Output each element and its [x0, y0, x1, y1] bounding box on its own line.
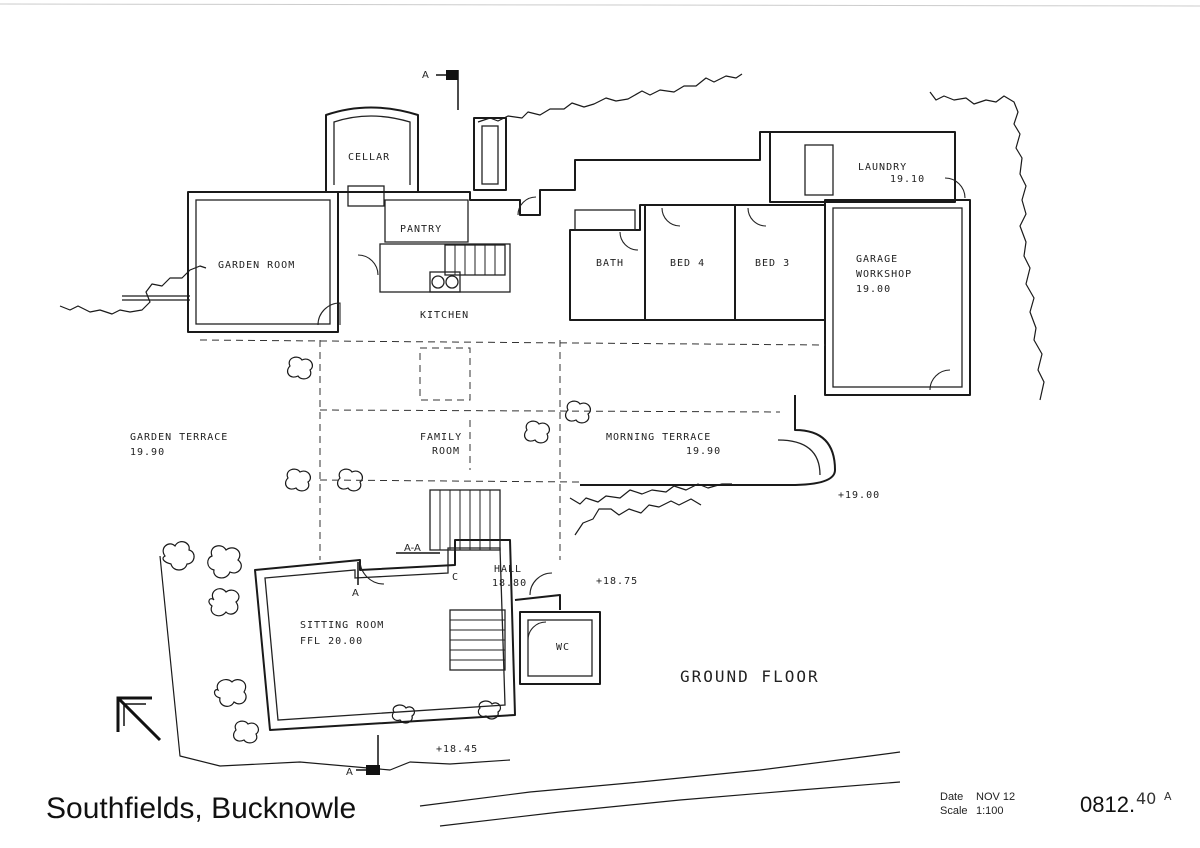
- revision-number: 40: [1136, 789, 1156, 808]
- shrubs: [162, 356, 592, 744]
- drawing-number: 0812.: [1080, 792, 1135, 817]
- door-swings: [317, 177, 966, 641]
- building-walls: [187, 106, 971, 731]
- label-cellar: CELLAR: [348, 152, 390, 163]
- label-garage-level: 19.00: [856, 284, 891, 295]
- spot-level-south: +18.45: [436, 744, 478, 755]
- spot-level-entrance: +18.75: [596, 576, 638, 587]
- label-workshop: WORKSHOP: [856, 269, 912, 280]
- label-kitchen: KITCHEN: [420, 310, 469, 321]
- section-label-small: A: [352, 588, 359, 599]
- spot-level-east: +19.00: [838, 490, 880, 501]
- section-label-top: A: [422, 70, 429, 81]
- floor-title: GROUND FLOOR: [680, 667, 820, 686]
- label-garden-terrace-level: 19.90: [130, 447, 165, 458]
- tree-line-east: [929, 91, 1045, 401]
- label-bed3: BED 3: [755, 258, 790, 269]
- label-c: C: [452, 572, 459, 583]
- section-marker-top: A: [422, 70, 459, 110]
- grid-lines: [199, 339, 826, 560]
- scale-label: Scale: [940, 805, 968, 817]
- label-bath: BATH: [596, 258, 624, 269]
- label-garage: GARAGE: [856, 254, 898, 265]
- section-marker-bottom: A: [346, 735, 380, 778]
- section-label-bottom: A: [346, 767, 353, 778]
- label-hall: HALL: [494, 564, 522, 575]
- label-bed4: BED 4: [670, 258, 705, 269]
- hedge-west: [59, 265, 207, 315]
- tree-line-south: [159, 555, 511, 771]
- label-morning-terrace-level: 19.90: [686, 446, 721, 457]
- date-label: Date: [940, 791, 963, 803]
- section-label-inline: A-A: [404, 543, 421, 554]
- revision-letter: A: [1164, 790, 1172, 803]
- label-laundry: LAUNDRY: [858, 162, 907, 173]
- label-family: FAMILY: [420, 432, 462, 443]
- label-sitting-room: SITTING ROOM: [300, 620, 384, 631]
- section-marker-sitting: A: [352, 562, 359, 599]
- stairs-main: [429, 244, 506, 671]
- label-morning-terrace: MORNING TERRACE: [606, 432, 711, 443]
- label-garden-room: GARDEN ROOM: [218, 260, 295, 271]
- date-value: NOV 12: [976, 791, 1015, 803]
- label-sitting-ffl: FFL 20.00: [300, 636, 363, 647]
- hedge-southeast: [569, 483, 732, 536]
- hedge-north: [477, 73, 743, 123]
- section-marker-inline: A-A: [396, 543, 440, 554]
- road-edge: [419, 751, 901, 827]
- scale-value: 1:100: [976, 805, 1004, 817]
- label-laundry-level: 19.10: [890, 174, 925, 185]
- label-hall-level: 18.80: [492, 578, 527, 589]
- label-wc: WC: [556, 642, 570, 653]
- label-family-room: ROOM: [432, 446, 460, 457]
- label-pantry: PANTRY: [400, 224, 442, 235]
- north-arrow-icon: [116, 696, 162, 742]
- drawing-title: Southfields, Bucknowle: [46, 792, 356, 825]
- label-garden-terrace: GARDEN TERRACE: [130, 432, 228, 443]
